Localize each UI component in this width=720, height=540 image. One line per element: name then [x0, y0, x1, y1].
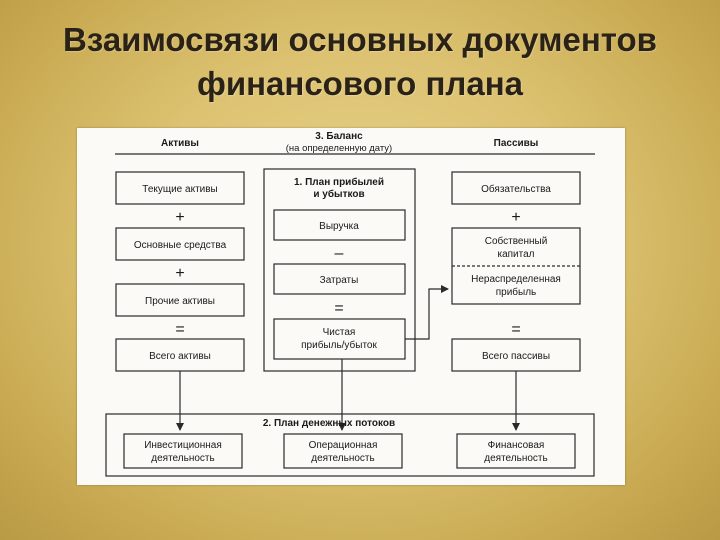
financing-label-line-1: Финансовая — [488, 440, 545, 451]
slide-title: Взаимосвязи основных документов финансов… — [0, 18, 720, 106]
investing-box — [123, 433, 243, 469]
operating-label-line-1: Операционная — [309, 440, 378, 451]
total-liabilities-label: Всего пассивы — [482, 351, 550, 362]
net-profit-label-line-2: прибыль/убыток — [301, 339, 377, 351]
slide-title-line-2: финансового плана — [196, 65, 524, 102]
retained-earnings-label-line-1: Нераспределенная — [471, 274, 561, 285]
obligations-label: Обязательства — [481, 183, 551, 195]
equity-label-line-1: Собственный — [485, 235, 548, 247]
financing-label-line-2: деятельность — [484, 453, 547, 464]
other-assets-label: Прочие активы — [145, 296, 215, 307]
net-profit-label-line-1: Чистая — [323, 327, 356, 338]
arrow-net-to-retained — [405, 285, 449, 340]
balance-header: 3. Баланс — [315, 131, 363, 142]
obligations-box — [451, 171, 581, 205]
assets-plus-2: + — [175, 265, 184, 282]
costs-box — [273, 263, 406, 295]
liabilities-header: Пассивы — [494, 138, 539, 149]
balance-subheader: (на определенную дату) — [286, 143, 392, 154]
investing-label-line-2: деятельность — [151, 453, 214, 464]
balance-frame — [263, 168, 416, 372]
liabilities-equals: = — [511, 321, 520, 338]
operating-label-line-2: деятельность — [311, 453, 374, 464]
operating-box — [283, 433, 403, 469]
equity-label-line-2: капитал — [497, 249, 534, 260]
pnl-header-line-2: и убытков — [313, 188, 364, 200]
revenue-box — [273, 209, 406, 241]
diagram-canvas: Активы 3. Баланс (на определенную дату) … — [105, 131, 595, 477]
costs-label: Затраты — [320, 275, 359, 286]
current-assets-box — [115, 171, 245, 205]
cashflow-frame — [105, 413, 595, 477]
fixed-assets-box — [115, 227, 245, 261]
fixed-assets-label: Основные средства — [134, 240, 227, 251]
pnl-equals: = — [334, 300, 343, 317]
pnl-minus: – — [335, 245, 344, 262]
financing-box — [456, 433, 576, 469]
assets-plus-1: + — [175, 209, 184, 226]
assets-header: Активы — [161, 138, 199, 149]
financial-plan-diagram: Активы 3. Баланс (на определенную дату) … — [77, 128, 625, 485]
current-assets-label: Текущие активы — [142, 184, 217, 195]
liabilities-plus: + — [511, 209, 520, 226]
assets-equals: = — [175, 321, 184, 338]
revenue-label: Выручка — [319, 221, 359, 232]
investing-label-line-1: Инвестиционная — [144, 440, 222, 451]
pnl-header-line-1: 1. План прибылей — [294, 176, 384, 188]
total-assets-label: Всего активы — [149, 351, 211, 362]
other-assets-box — [115, 283, 245, 317]
net-profit-box — [273, 318, 406, 360]
retained-earnings-label-line-2: прибыль — [496, 286, 537, 298]
cashflow-header: 2. План денежных потоков — [263, 418, 395, 429]
slide-title-line-1: Взаимосвязи основных документов — [63, 21, 657, 58]
